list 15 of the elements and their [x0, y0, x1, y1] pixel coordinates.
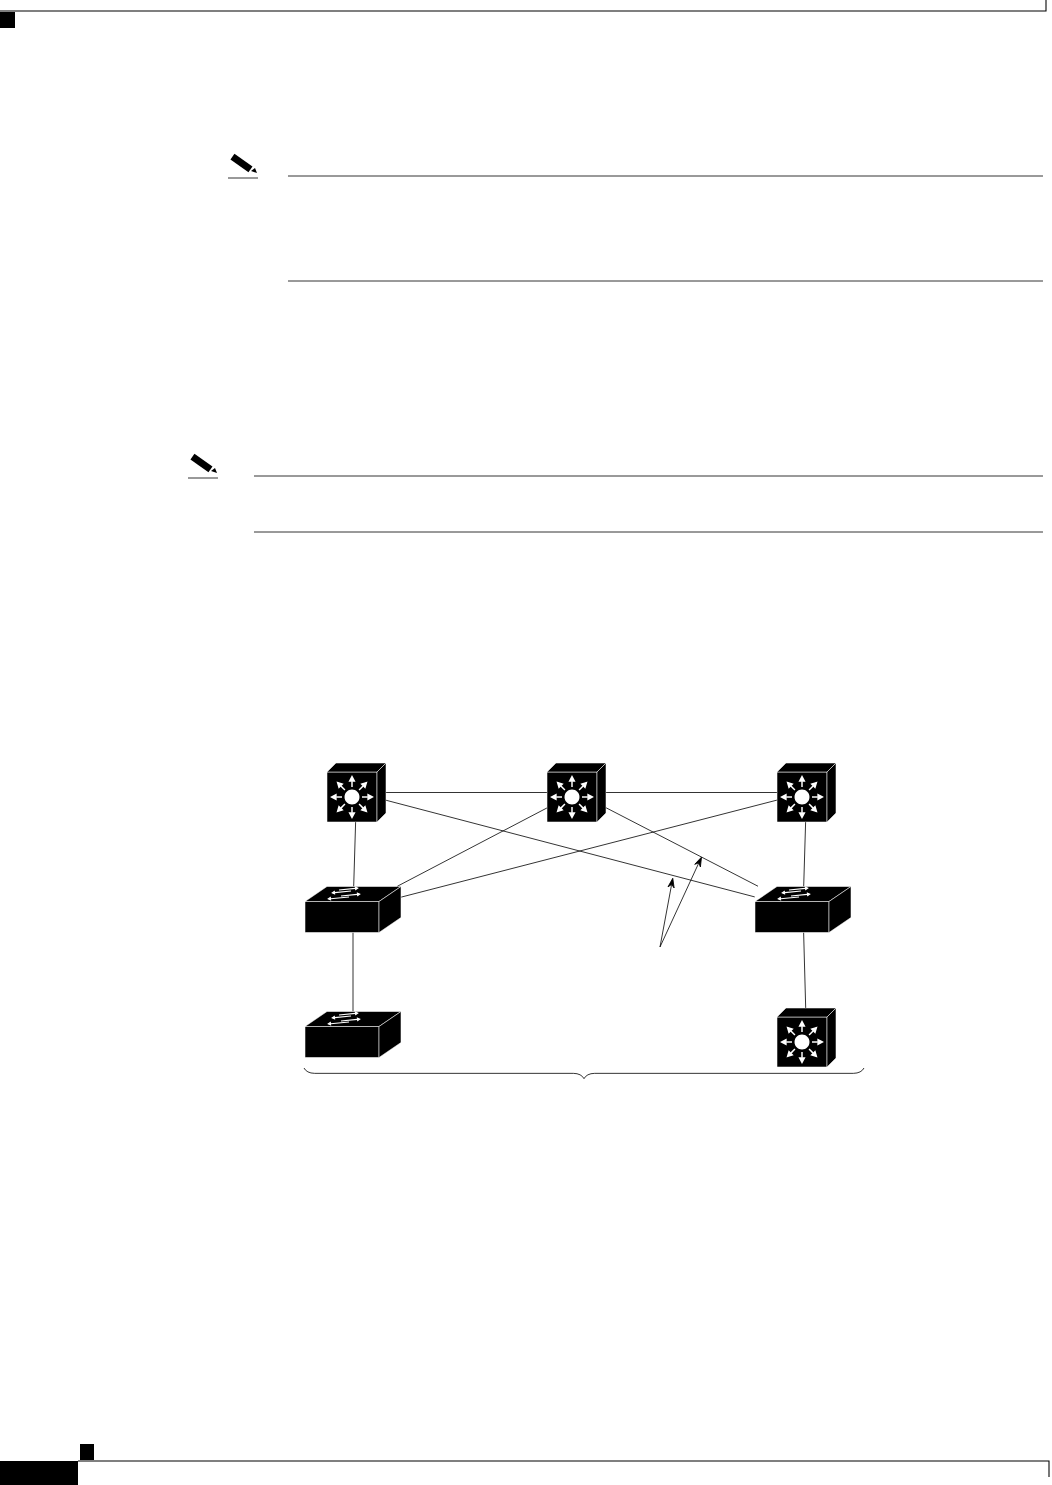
layer3-switch-icon	[546, 762, 607, 823]
connection-line	[352, 932, 354, 1012]
switch-icon	[304, 886, 402, 933]
connection-line	[803, 821, 806, 887]
connection-line	[605, 807, 759, 887]
connection-line	[397, 807, 548, 887]
layer3-switch-icon	[326, 762, 387, 823]
connection-line	[605, 792, 778, 793]
connection-line	[803, 932, 807, 1009]
switch-icon	[754, 886, 852, 933]
layer3-switch-icon	[776, 1007, 837, 1068]
switch-icon	[304, 1011, 402, 1058]
layer3-switch-icon	[776, 762, 837, 823]
connection-line	[353, 821, 356, 887]
connection-line	[385, 792, 548, 793]
